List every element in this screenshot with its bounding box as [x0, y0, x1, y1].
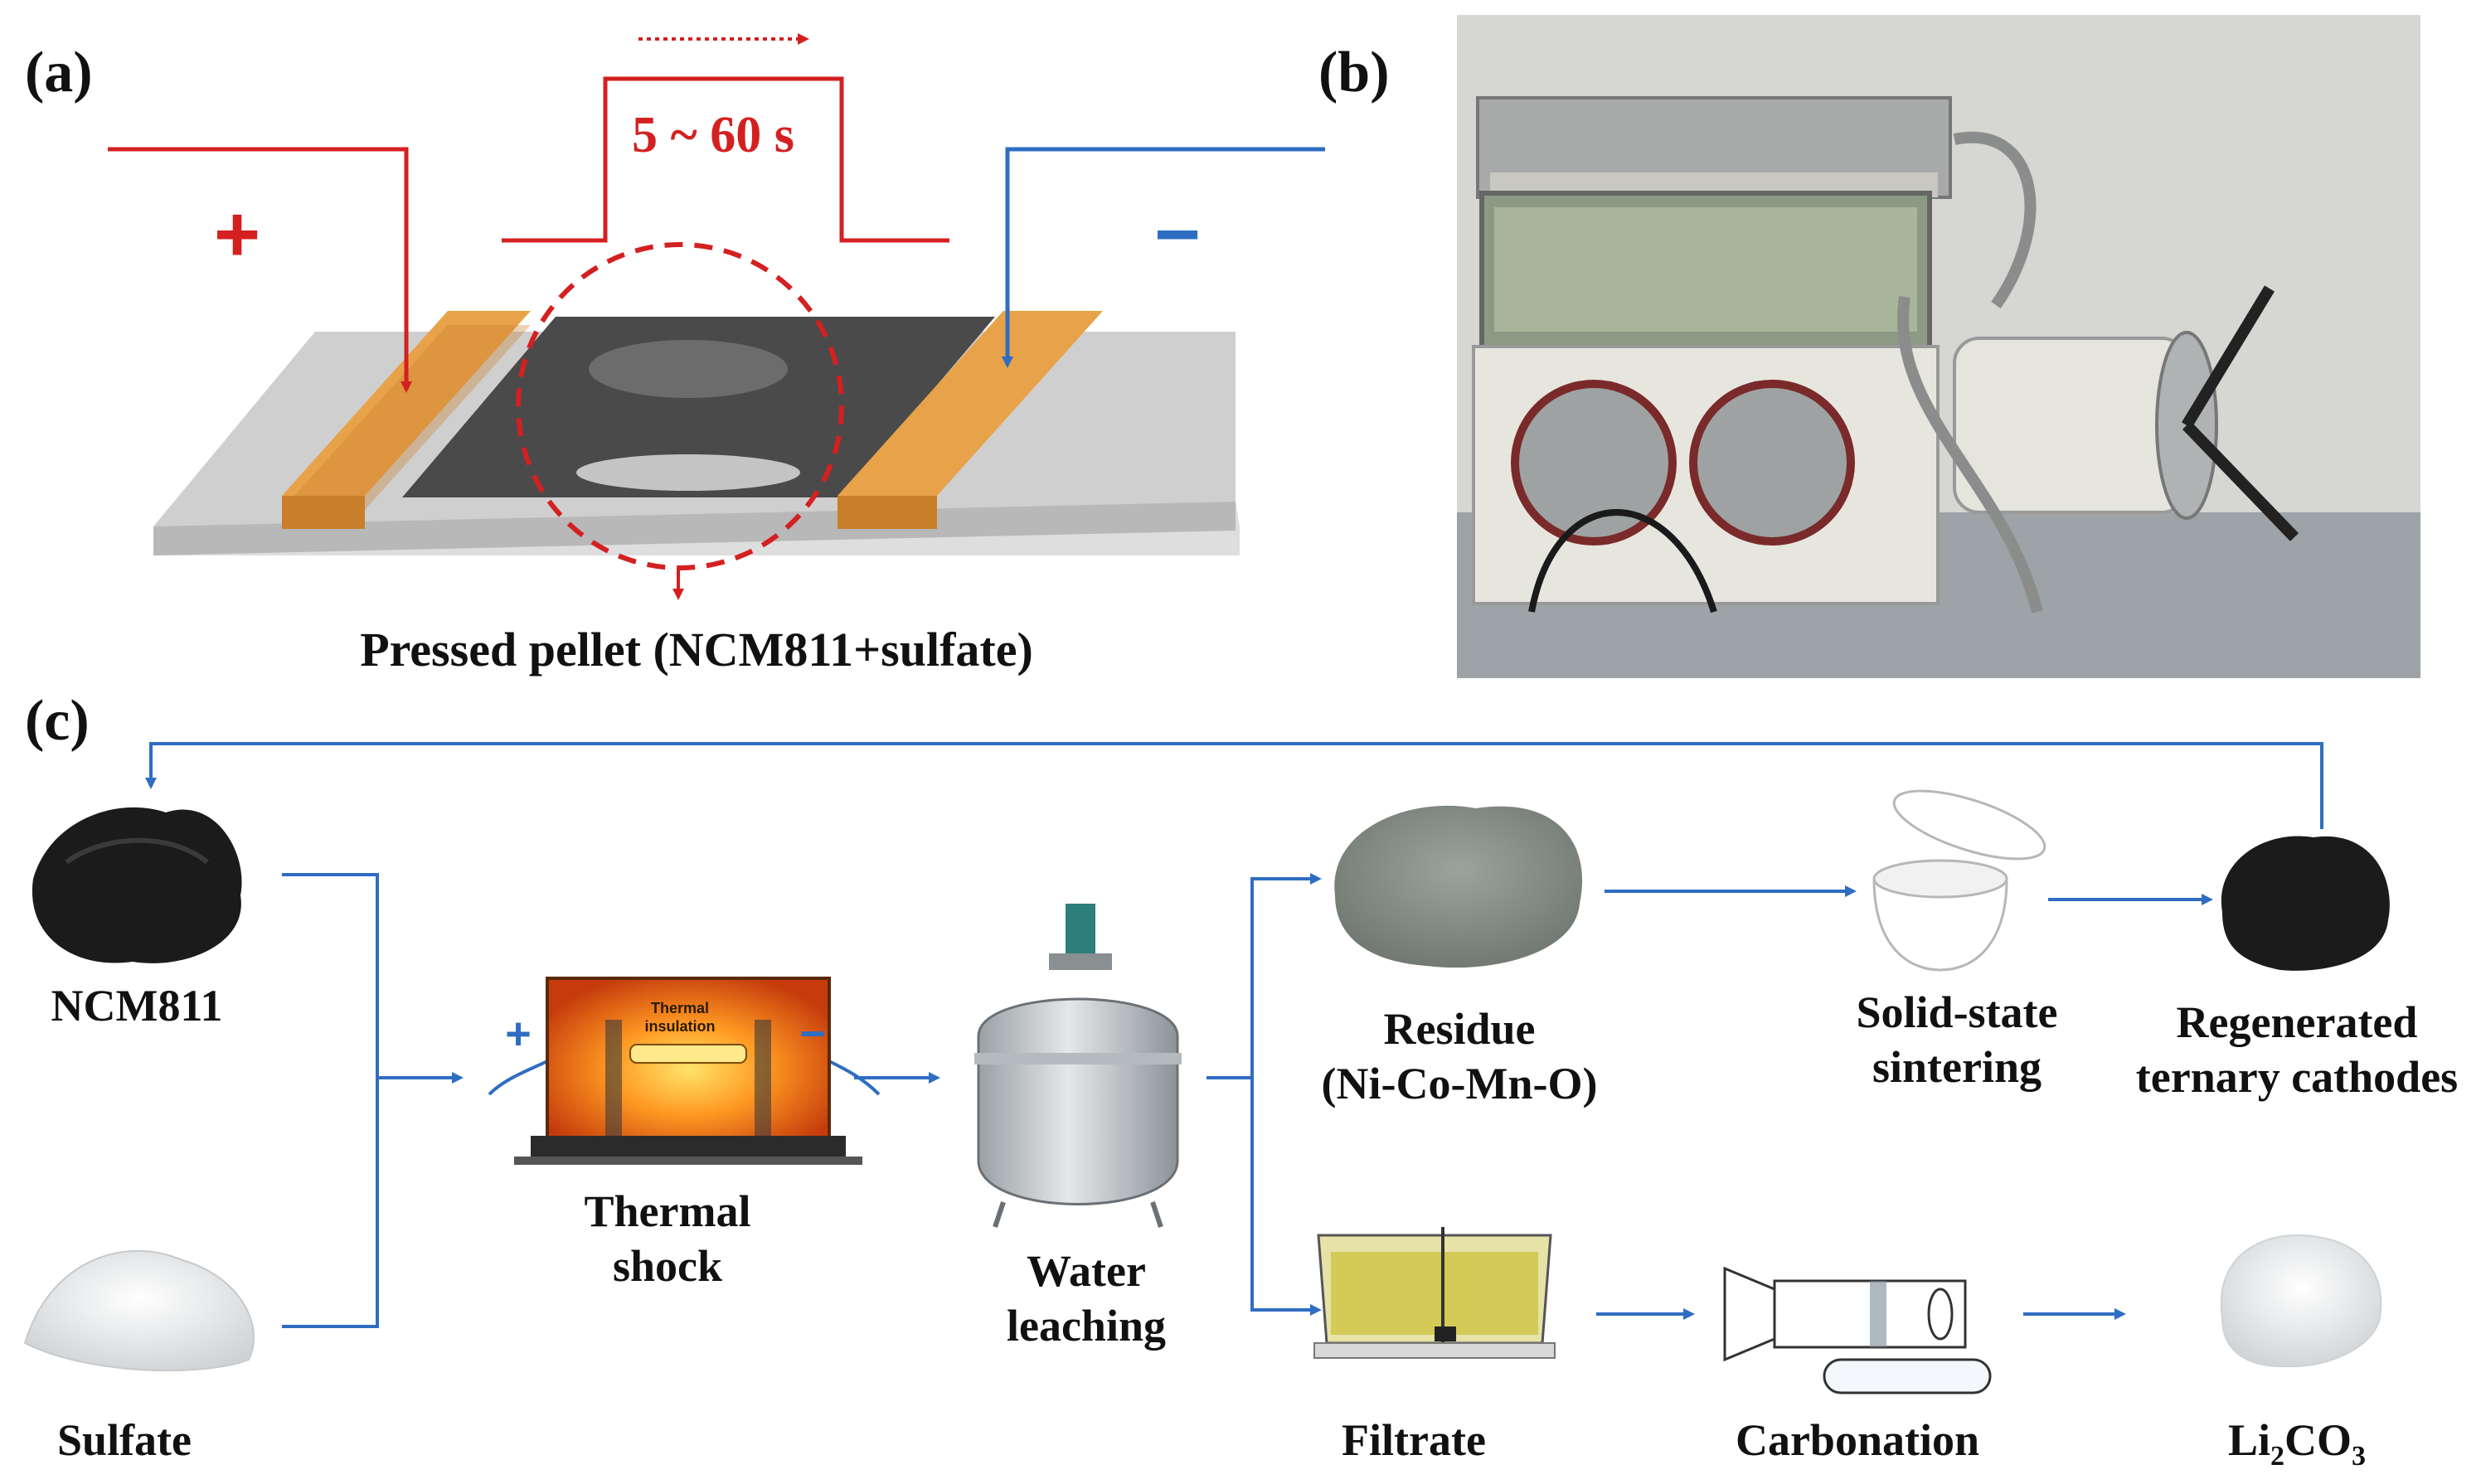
- water-leaching-line1: Water: [1027, 1246, 1146, 1296]
- negative-wire: [1002, 147, 1325, 368]
- residue-line2: (Ni-Co-Mn-O): [1321, 1059, 1598, 1108]
- ncm811-label: NCM811: [51, 981, 223, 1031]
- regenerated-powder-icon: [2221, 836, 2390, 971]
- furnace-minus: −: [799, 1009, 826, 1059]
- panel-b-label: (b): [1318, 41, 1390, 104]
- merge-line: [282, 873, 379, 1328]
- split-line: [1207, 873, 1322, 1079]
- product-sub1: 2: [2270, 1440, 2285, 1472]
- furnace-text-line2: insulation: [645, 1018, 716, 1035]
- regenerated-label: Regenerated ternary cathodes: [2123, 995, 2471, 1104]
- water-leaching-label: Water leaching: [954, 1244, 1219, 1353]
- sulfate-powder-icon: [23, 1249, 255, 1372]
- sintering-line1: Solid-state: [1856, 987, 2058, 1037]
- pellet-caption: Pressed pellet (NCM811+sulfate): [360, 623, 1033, 677]
- residue-line1: Residue: [1383, 1004, 1536, 1054]
- panel-a-drawing: [108, 33, 1325, 600]
- left-electrode: [282, 311, 531, 529]
- pellet-highlight: [589, 340, 788, 398]
- ncm811-powder-icon: [32, 807, 242, 963]
- thermal-shock-line2: shock: [612, 1241, 723, 1291]
- furnace-plus: +: [505, 1009, 532, 1059]
- sintering-line2: sintering: [1872, 1042, 2042, 1092]
- panel-c-drawing: Thermal insulation + −: [23, 742, 2390, 1394]
- li2co3-powder-icon: [2220, 1234, 2382, 1368]
- negative-sign: −: [1154, 190, 1202, 279]
- glovebox-photo: [1457, 15, 2420, 678]
- sulfate-label: Sulfate: [57, 1415, 192, 1465]
- carbonation-label: Carbonation: [1735, 1415, 1980, 1465]
- regenerated-line1: Regenerated: [2176, 997, 2418, 1047]
- reactor-icon: [974, 904, 1182, 1228]
- pulse-waveform: [502, 76, 949, 243]
- split-line-lower: [1250, 1078, 1322, 1316]
- product-base: Li: [2227, 1415, 2271, 1465]
- pellet-sheet: [402, 317, 995, 497]
- filtrate-tank-icon: [1313, 1227, 1556, 1359]
- thermal-shock-label: Thermal shock: [535, 1184, 800, 1293]
- thermal-shock-line1: Thermal: [584, 1186, 751, 1236]
- positive-wire: [108, 147, 412, 393]
- carbonation-icon: [1723, 1266, 1992, 1394]
- sintering-label: Solid-state sintering: [1816, 985, 2098, 1094]
- water-leaching-line2: leaching: [1006, 1301, 1166, 1351]
- furnace-text-line1: Thermal: [651, 1000, 709, 1016]
- filtrate-label: Filtrate: [1342, 1415, 1486, 1465]
- crucible-icon: [1872, 789, 2046, 972]
- pulse-duration-label: 5 ~ 60 s: [632, 107, 794, 163]
- right-electrode: [838, 311, 1103, 529]
- positive-sign: +: [214, 190, 261, 279]
- residue-label: Residue (Ni-Co-Mn-O): [1285, 1001, 1634, 1111]
- recycle-loop: [145, 742, 2323, 829]
- product-sub2: 3: [2352, 1440, 2367, 1472]
- li2co3-label: Li2CO3: [2189, 1413, 2405, 1484]
- panel-c-label: (c): [25, 689, 90, 753]
- residue-powder-icon: [1334, 805, 1583, 968]
- furnace-icon: Thermal insulation + −: [488, 977, 881, 1165]
- panel-a-label: (a): [25, 41, 93, 104]
- regenerated-line2: ternary cathodes: [2135, 1052, 2459, 1102]
- product-mid: CO: [2284, 1415, 2352, 1465]
